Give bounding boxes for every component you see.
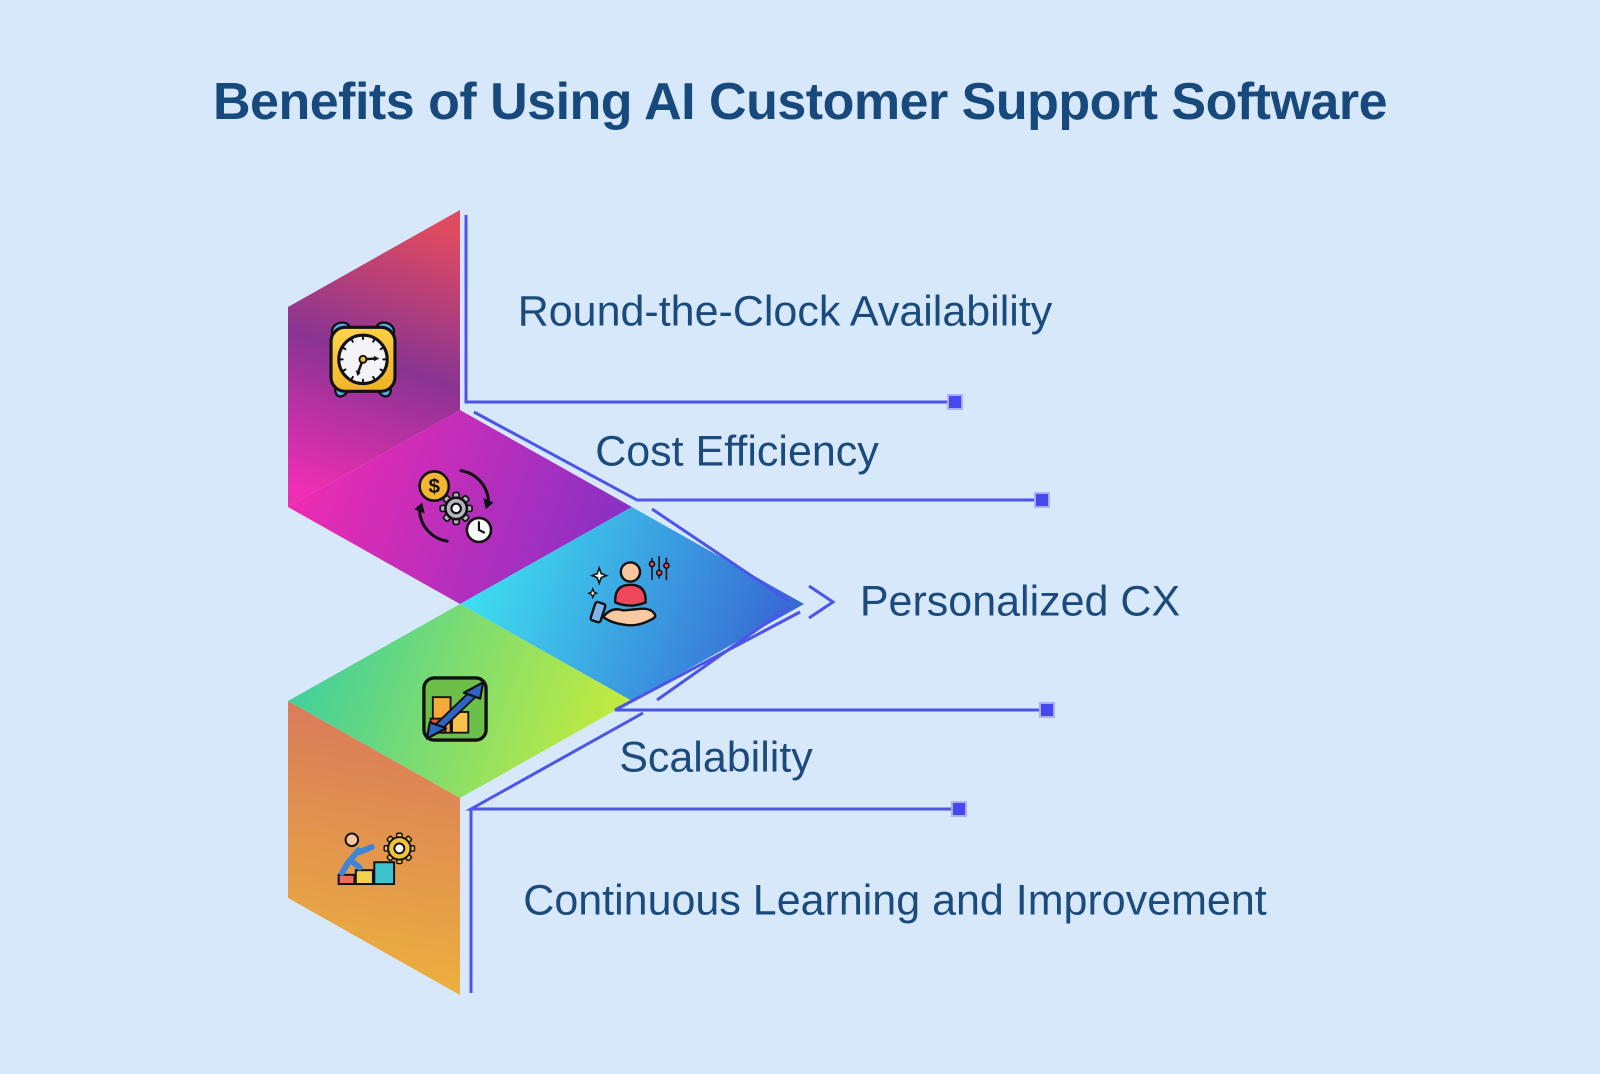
label-scalability: Scalability	[619, 733, 813, 782]
endpoint-square-round-the-clock	[947, 394, 963, 410]
label-cost-efficiency: Cost Efficiency	[595, 427, 879, 476]
climbing-steps-gear-icon	[337, 832, 416, 886]
growth-chart-icon	[422, 676, 488, 742]
label-round-the-clock: Round-the-Clock Availability	[517, 287, 1053, 336]
endpoint-square-cost-efficiency	[1034, 492, 1050, 508]
endpoint-square-scalability	[1039, 702, 1055, 718]
connector-round-the-clock	[464, 215, 948, 404]
dollar-gear-clock-icon: $	[414, 469, 494, 544]
alarm-clock-icon	[329, 321, 397, 398]
label-personalized-cx: Personalized CX	[859, 577, 1181, 626]
connector-scalability	[614, 610, 1040, 712]
connector-lines	[464, 215, 1040, 993]
label-continuous-learning: Continuous Learning and Improvement	[523, 876, 1267, 925]
dollar-symbol: $	[428, 475, 440, 498]
page-title: Benefits of Using AI Customer Support So…	[212, 73, 1388, 131]
endpoint-square-continuous-learning	[951, 801, 967, 817]
connector-endpoints	[947, 394, 1055, 817]
connector-personalized-upper	[651, 507, 790, 603]
connector-cost-efficiency	[473, 410, 1035, 502]
person-in-hand-icon	[587, 556, 670, 627]
chevron-right-icon	[808, 584, 836, 620]
